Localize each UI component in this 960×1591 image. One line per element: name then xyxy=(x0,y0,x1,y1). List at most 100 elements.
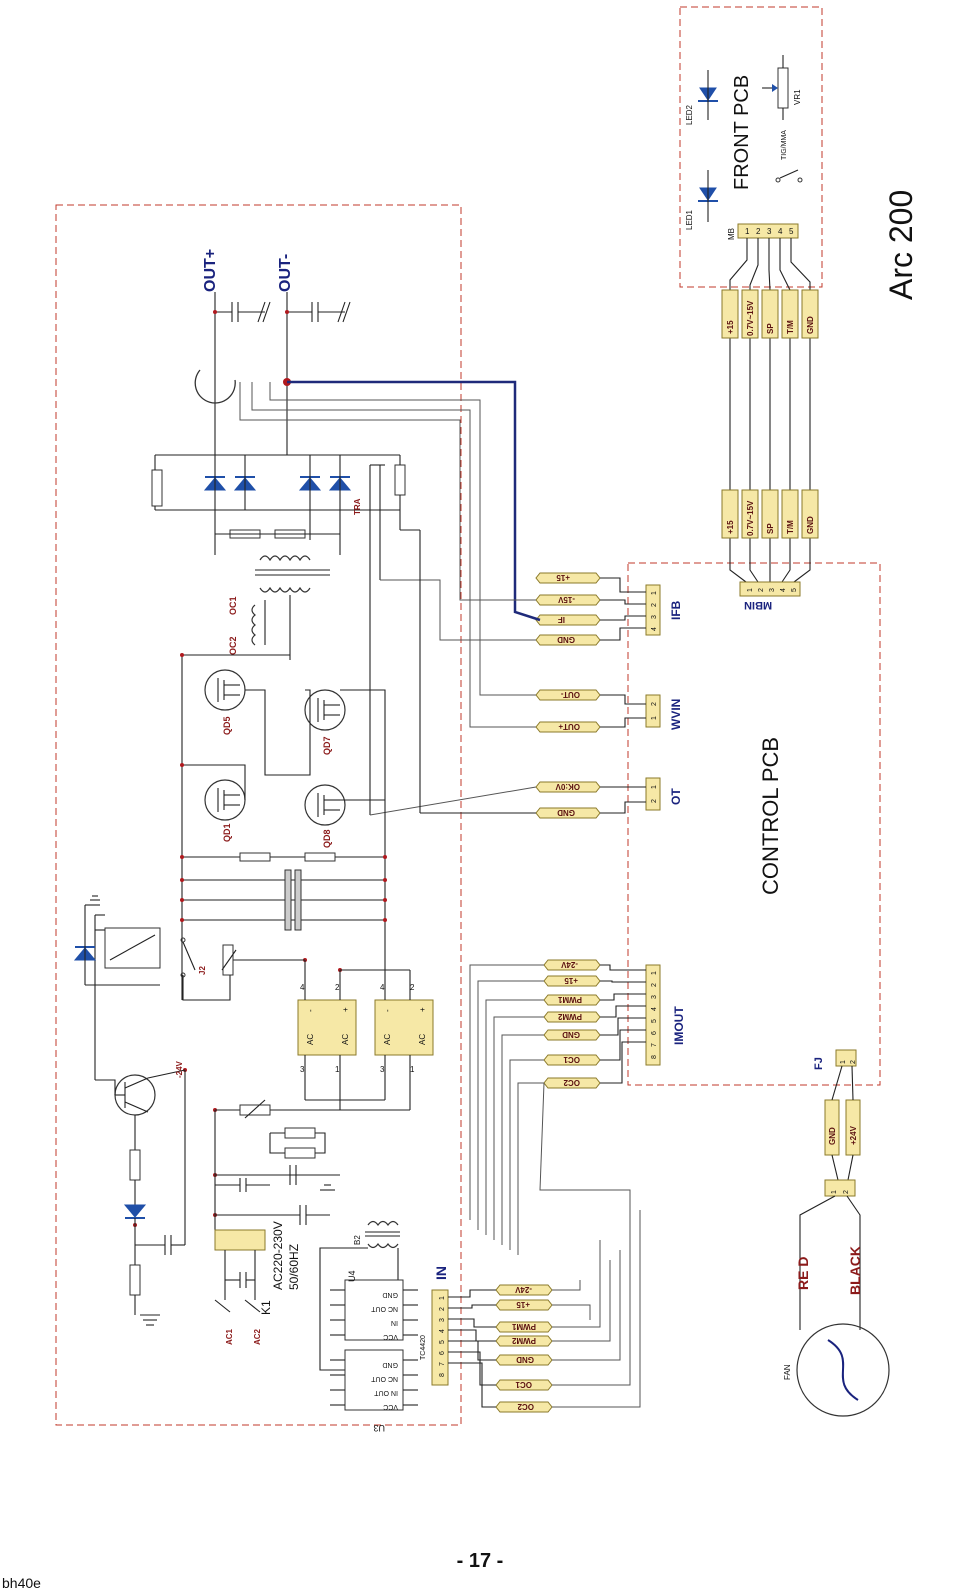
mb-pin-1: 1 xyxy=(745,227,750,236)
imout-tag-6: OC1 xyxy=(563,1055,580,1064)
imout-tag-3: PWM1 xyxy=(557,995,582,1004)
u4-pin-vcc: VCC xyxy=(383,1333,398,1340)
imout-pin-4: 4 xyxy=(651,1007,658,1011)
fan-black-label: BLACK xyxy=(847,1246,863,1295)
imout-tags xyxy=(543,959,646,1089)
in-pin-5: 5 xyxy=(439,1340,446,1344)
vr1-label: VR1 xyxy=(793,89,802,105)
mb-tag-top-4: T/M xyxy=(786,320,795,334)
imout-pin-5: 5 xyxy=(651,1019,658,1023)
imout-tag-5: GND xyxy=(562,1030,580,1039)
mosfet-qd7 xyxy=(304,689,346,731)
qd1-label: QD1 xyxy=(222,823,232,842)
page-number: - 17 - xyxy=(456,1550,504,1572)
document-code: bh40e xyxy=(2,1575,41,1591)
fj-label: FJ xyxy=(813,1057,825,1070)
u4-label: U4 xyxy=(347,1270,357,1282)
u3-pin-vcc: VCC xyxy=(383,1403,398,1410)
mains-input xyxy=(214,1250,261,1313)
front-pcb-label: FRONT PCB xyxy=(731,75,753,190)
led2-label: LED2 xyxy=(685,104,694,125)
out-plus-label: OUT+ xyxy=(202,249,219,292)
mb-tag-bottom-1: +15 xyxy=(726,520,735,534)
mbin-label: MBIN xyxy=(744,599,772,611)
power-board-outline xyxy=(55,204,462,1426)
mb-pin-2: 2 xyxy=(756,227,761,236)
imout-pin-2: 2 xyxy=(651,983,658,987)
mb-label: MB xyxy=(727,228,736,240)
u3-pin-gnd: GND xyxy=(382,1361,398,1368)
imout-tag-4: PWM2 xyxy=(557,1012,582,1021)
in-tag-1: -24V xyxy=(514,1285,532,1294)
ot-pin-2: 2 xyxy=(651,799,658,803)
mosfet-qd5 xyxy=(204,669,246,711)
bridge2-ac2: AC xyxy=(418,1034,427,1045)
imout-connector xyxy=(645,964,661,1066)
fan-icon xyxy=(796,1323,890,1417)
imout-pin-6: 6 xyxy=(651,1031,658,1035)
driver-chip-label: TC4420 xyxy=(420,1335,427,1360)
driver-u3 xyxy=(330,1349,418,1411)
mb-pin-4: 4 xyxy=(778,227,783,236)
in-pin-6: 6 xyxy=(439,1351,446,1355)
mb-connector xyxy=(737,223,799,239)
mb-tag-bottom-4: T/M xyxy=(786,520,795,534)
u4-pin-gnd: GND xyxy=(382,1291,398,1298)
bridge2-pin-4: 4 xyxy=(380,983,385,992)
bridge1-plus: + xyxy=(341,1007,350,1012)
imout-pin-8: 8 xyxy=(651,1055,658,1059)
mbin-pin-1: 1 xyxy=(747,588,754,592)
input-bridges xyxy=(215,960,434,1111)
relay-j2-label: J2 xyxy=(198,966,207,975)
front-pcb-outline xyxy=(679,6,823,288)
in-pin-8: 8 xyxy=(439,1373,446,1377)
transistor-supply-label: -24V xyxy=(175,1060,184,1078)
ac1-label: AC1 xyxy=(225,1328,234,1345)
bridge2-plus: + xyxy=(418,1007,427,1012)
in-pin-3: 3 xyxy=(439,1318,446,1322)
fan-pin-2: 2 xyxy=(843,1190,850,1194)
mbin-pin-4: 4 xyxy=(780,588,787,592)
wvin-tag-2: OUT+ xyxy=(558,722,580,731)
mbin-pin-2: 2 xyxy=(758,588,765,592)
ifb-connector xyxy=(645,584,661,636)
mb-pin-3: 3 xyxy=(767,227,772,236)
wvin-label: WVIN xyxy=(669,699,683,730)
wvin-pin-2: 2 xyxy=(651,702,658,706)
mb-tag-top-2: 0.7V~15V xyxy=(746,300,755,336)
fj-tag-2: +24V xyxy=(849,1125,858,1145)
fan-pin-1: 1 xyxy=(831,1190,838,1194)
control-pcb-outline xyxy=(627,562,881,1086)
mbin-pin-5: 5 xyxy=(791,588,798,592)
out-minus-label: OUT- xyxy=(277,254,294,292)
u4-pin-in: IN xyxy=(391,1319,398,1326)
control-pcb-label: CONTROL PCB xyxy=(758,737,783,895)
in-tag-4: PWM2 xyxy=(511,1336,536,1345)
in-pin-4: 4 xyxy=(439,1329,446,1333)
ifb-tag-3: IF xyxy=(558,615,565,624)
bridge2-pin-2: 2 xyxy=(410,983,415,992)
ifb-tag-2: -15V xyxy=(557,595,575,604)
mosfet-qd1 xyxy=(204,779,246,821)
mains-voltage-label: AC220-230V xyxy=(271,1221,285,1290)
b2-label: B2 xyxy=(353,1235,362,1245)
relay-driver-transistor xyxy=(95,1069,186,1326)
in-tag-2: +15 xyxy=(516,1300,530,1309)
in-tag-7: OC2 xyxy=(517,1402,534,1411)
fan-connector xyxy=(824,1179,856,1197)
mb-tag-bottom-5: GND xyxy=(806,516,815,534)
imout-pin-7: 7 xyxy=(651,1043,658,1047)
ground-symbols xyxy=(257,301,351,323)
document-title: Arc 200 xyxy=(883,190,919,300)
fan-wires xyxy=(799,1195,861,1330)
ifb-pin-2: 2 xyxy=(651,603,658,607)
led1-label: LED1 xyxy=(685,209,694,230)
k1-label: K1 xyxy=(259,1300,273,1315)
driver-u4 xyxy=(330,1279,418,1341)
ot-tag-1: OK:0V xyxy=(555,782,580,791)
qd5-label: QD5 xyxy=(222,716,232,735)
vr1-potentiometer-icon xyxy=(762,55,789,120)
ifb-tags xyxy=(535,572,646,646)
ot-tag-2: GND xyxy=(557,808,575,817)
relay-j2 xyxy=(73,895,305,1080)
